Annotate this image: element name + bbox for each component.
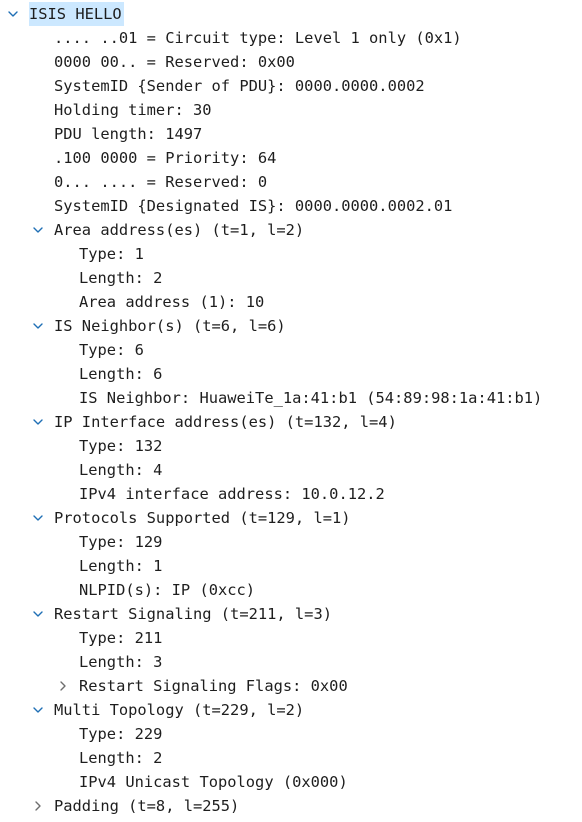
tree-leaf-row[interactable]: Length: 2	[0, 266, 582, 290]
tree-leaf-row[interactable]: Holding timer: 30	[0, 98, 582, 122]
tree-row-label: .... ..01 = Circuit type: Level 1 only (…	[54, 29, 462, 47]
tree-row-label: 0... .... = Reserved: 0	[54, 173, 268, 191]
tree-leaf-row[interactable]: IPv4 Unicast Topology (0x000)	[0, 770, 582, 794]
chevron-down-icon[interactable]	[6, 2, 20, 26]
tree-row-label: Type: 6	[79, 341, 144, 359]
tree-row-label: Multi Topology (t=229, l=2)	[54, 701, 305, 719]
tree-row-label: IS Neighbor(s) (t=6, l=6)	[54, 317, 286, 335]
tree-leaf-row[interactable]: .100 0000 = Priority: 64	[0, 146, 582, 170]
tree-leaf-row[interactable]: IS Neighbor: HuaweiTe_1a:41:b1 (54:89:98…	[0, 386, 582, 410]
tree-row-label: Restart Signaling Flags: 0x00	[79, 677, 348, 695]
tree-row-label: 0000 00.. = Reserved: 0x00	[54, 53, 295, 71]
tree-row-label: SystemID {Designated IS}: 0000.0000.0002…	[54, 197, 453, 215]
tree-row-label: Length: 6	[79, 365, 163, 383]
tree-row-label: IPv4 Unicast Topology (0x000)	[79, 773, 348, 791]
chevron-down-icon[interactable]	[31, 506, 45, 530]
tree-leaf-row[interactable]: Length: 4	[0, 458, 582, 482]
tree-row-label: Holding timer: 30	[54, 101, 212, 119]
chevron-right-icon[interactable]	[31, 794, 45, 818]
tree-leaf-row[interactable]: 0000 00.. = Reserved: 0x00	[0, 50, 582, 74]
tree-node-row[interactable]: Area address(es) (t=1, l=2)	[0, 218, 582, 242]
tree-leaf-row[interactable]: Area address (1): 10	[0, 290, 582, 314]
tree-leaf-row[interactable]: Type: 229	[0, 722, 582, 746]
tree-row-label: PDU length: 1497	[54, 125, 203, 143]
tree-node-row[interactable]: Multi Topology (t=229, l=2)	[0, 698, 582, 722]
tree-row-label: Type: 1	[79, 245, 144, 263]
tree-leaf-row[interactable]: SystemID {Sender of PDU}: 0000.0000.0002	[0, 74, 582, 98]
tree-leaf-row[interactable]: Length: 6	[0, 362, 582, 386]
tree-node-row[interactable]: Restart Signaling (t=211, l=3)	[0, 602, 582, 626]
tree-row-label: Restart Signaling (t=211, l=3)	[54, 605, 332, 623]
tree-row-label: Padding (t=8, l=255)	[54, 797, 240, 815]
tree-node-row[interactable]: Protocols Supported (t=129, l=1)	[0, 506, 582, 530]
tree-row-label: Area address (1): 10	[79, 293, 265, 311]
tree-row-label: Protocols Supported (t=129, l=1)	[54, 509, 351, 527]
tree-row-label: IS Neighbor: HuaweiTe_1a:41:b1 (54:89:98…	[79, 389, 543, 407]
tree-row-label: .100 0000 = Priority: 64	[54, 149, 277, 167]
tree-leaf-row[interactable]: Length: 3	[0, 650, 582, 674]
tree-row-label: Type: 132	[79, 437, 163, 455]
tree-leaf-row[interactable]: Length: 1	[0, 554, 582, 578]
tree-leaf-row[interactable]: NLPID(s): IP (0xcc)	[0, 578, 582, 602]
tree-row-label: IP Interface address(es) (t=132, l=4)	[54, 413, 397, 431]
tree-leaf-row[interactable]: Type: 132	[0, 434, 582, 458]
tree-leaf-row[interactable]: IPv4 interface address: 10.0.12.2	[0, 482, 582, 506]
tree-row-label: SystemID {Sender of PDU}: 0000.0000.0002	[54, 77, 425, 95]
tree-node-row[interactable]: Restart Signaling Flags: 0x00	[0, 674, 582, 698]
tree-leaf-row[interactable]: .... ..01 = Circuit type: Level 1 only (…	[0, 26, 582, 50]
tree-row-label: Length: 3	[79, 653, 163, 671]
tree-row-label: Length: 2	[79, 749, 163, 767]
tree-node-row[interactable]: IS Neighbor(s) (t=6, l=6)	[0, 314, 582, 338]
chevron-down-icon[interactable]	[31, 698, 45, 722]
tree-leaf-row[interactable]: SystemID {Designated IS}: 0000.0000.0002…	[0, 194, 582, 218]
tree-leaf-row[interactable]: 0... .... = Reserved: 0	[0, 170, 582, 194]
tree-leaf-row[interactable]: PDU length: 1497	[0, 122, 582, 146]
tree-node-row[interactable]: ISIS HELLO	[0, 2, 582, 26]
tree-row-label: Area address(es) (t=1, l=2)	[54, 221, 305, 239]
tree-row-label: Type: 229	[79, 725, 163, 743]
tree-leaf-row[interactable]: Type: 129	[0, 530, 582, 554]
tree-node-row[interactable]: Padding (t=8, l=255)	[0, 794, 582, 818]
tree-row-label: Length: 1	[79, 557, 163, 575]
chevron-down-icon[interactable]	[31, 602, 45, 626]
chevron-down-icon[interactable]	[31, 314, 45, 338]
tree-row-label: IPv4 interface address: 10.0.12.2	[79, 485, 385, 503]
tree-leaf-row[interactable]: Type: 1	[0, 242, 582, 266]
chevron-down-icon[interactable]	[31, 218, 45, 242]
tree-row-label: Type: 211	[79, 629, 163, 647]
tree-leaf-row[interactable]: Type: 211	[0, 626, 582, 650]
tree-row-label: Type: 129	[79, 533, 163, 551]
tree-leaf-row[interactable]: Type: 6	[0, 338, 582, 362]
tree-node-row[interactable]: IP Interface address(es) (t=132, l=4)	[0, 410, 582, 434]
chevron-down-icon[interactable]	[31, 410, 45, 434]
chevron-right-icon[interactable]	[56, 674, 70, 698]
tree-row-label: NLPID(s): IP (0xcc)	[79, 581, 256, 599]
tree-leaf-row[interactable]: Length: 2	[0, 746, 582, 770]
tree-row-label: ISIS HELLO	[29, 2, 124, 26]
tree-row-label: Length: 4	[79, 461, 163, 479]
tree-row-label: Length: 2	[79, 269, 163, 287]
